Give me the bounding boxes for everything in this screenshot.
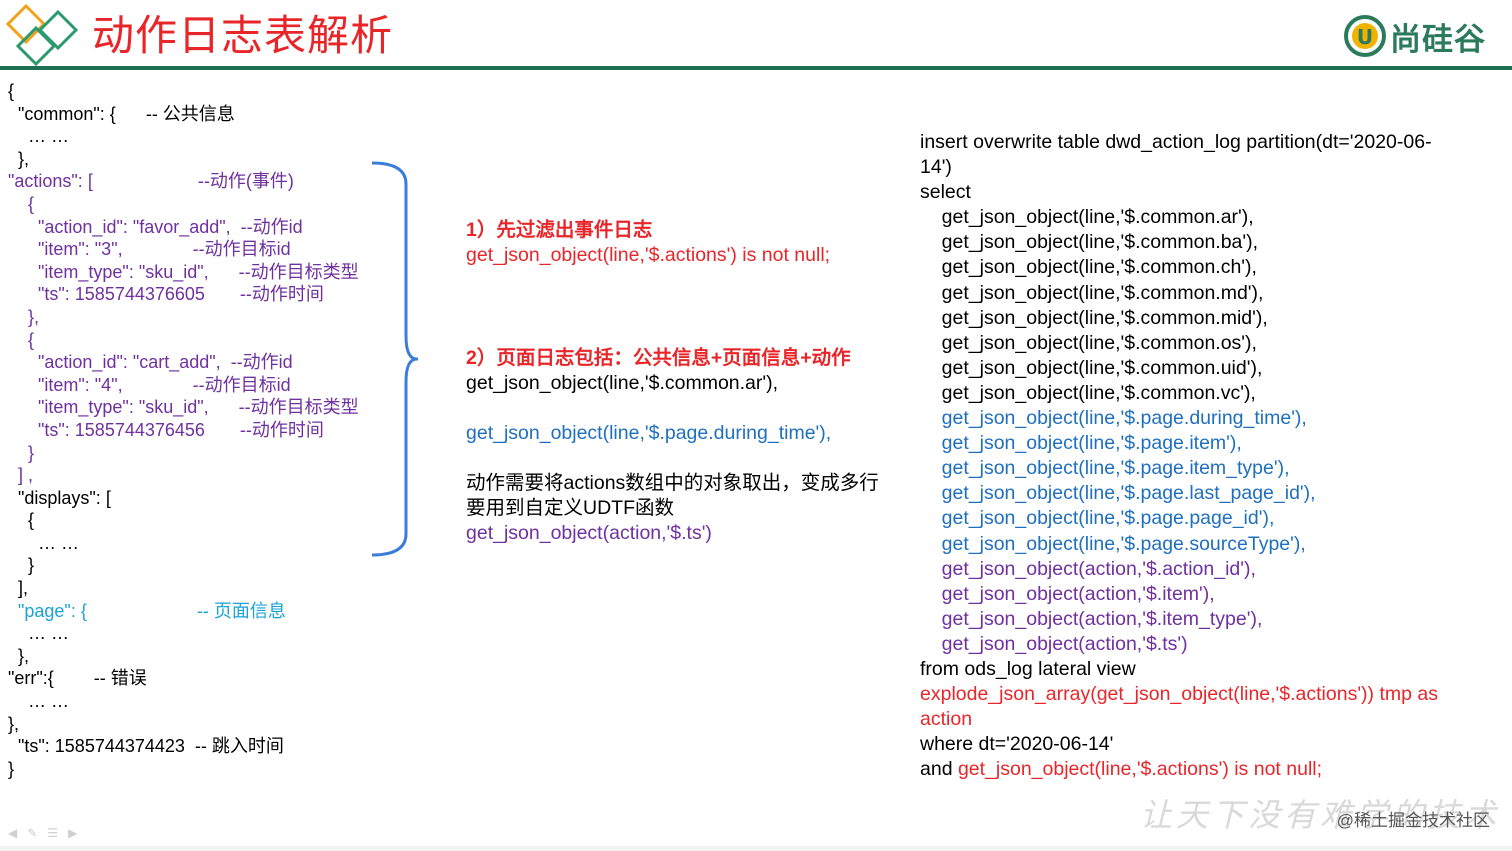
step2-note-line1: 动作需要将actions数组中的对象取出，变成多行 — [466, 472, 879, 494]
sql-line: select — [920, 181, 971, 204]
next-slide-icon[interactable]: ▶ — [68, 826, 78, 840]
json-line: "item_type": "sku_id", --动作目标类型 — [8, 261, 359, 282]
sql-line: get_json_object(line,'$.page.item'), — [920, 432, 1242, 455]
json-line: { — [8, 510, 35, 531]
sql-line: get_json_object(line,'$.page.last_page_i… — [920, 482, 1316, 505]
slogan-watermark: 让天下没有难学的技术 — [1140, 796, 1501, 834]
json-line: }, — [8, 713, 20, 734]
json-line: }, — [8, 306, 40, 327]
step2-action-code: get_json_object(action,'$.ts') — [466, 522, 712, 544]
json-line: }, — [8, 148, 30, 169]
sql-line: explode_json_array(get_json_object(line,… — [920, 683, 1438, 706]
step1-code: get_json_object(line,'$.actions') is not… — [466, 244, 831, 266]
pen-icon[interactable]: ✎ — [27, 826, 38, 840]
sql-line: get_json_object(action,'$.ts') — [920, 632, 1188, 655]
json-line: ], — [8, 578, 29, 599]
step2-page-code: get_json_object(line,'$.page.during_time… — [466, 422, 832, 444]
json-line: "page": { -- 页面信息 — [8, 600, 286, 621]
json-line: "item_type": "sku_id", --动作目标类型 — [8, 397, 359, 418]
sql-listing: insert overwrite table dwd_action_log pa… — [920, 130, 1490, 782]
json-line: "actions": [ --动作(事件) — [8, 171, 294, 192]
header-divider — [0, 66, 1512, 70]
page-title: 动作日志表解析 — [92, 11, 394, 60]
sql-line: get_json_object(line,'$.page.during_time… — [920, 407, 1307, 430]
json-structure-listing: { "common": { -- 公共信息 … … },"actions": [… — [8, 80, 359, 780]
step2-common-code: get_json_object(line,'$.common.ar'), — [466, 372, 779, 394]
sql-line: where dt='2020-06-14' — [920, 733, 1114, 756]
sql-line: 14') — [920, 156, 952, 179]
slide-header: 动作日志表解析 U 尚硅谷 — [0, 0, 1512, 70]
sql-line: get_json_object(line,'$.common.os'), — [920, 331, 1257, 354]
json-line: { — [8, 81, 15, 101]
sql-and-condition: get_json_object(line,'$.actions') is not… — [957, 758, 1323, 781]
json-line: … … — [8, 532, 80, 553]
brand-mark-letter: U — [1357, 25, 1373, 49]
step2-note-line2: 要用到自定义UDTF函数 — [466, 497, 674, 519]
sql-line: get_json_object(line,'$.page.page_id'), — [920, 507, 1275, 530]
json-line: }, — [8, 645, 30, 666]
sql-line: get_json_object(action,'$.action_id'), — [920, 557, 1256, 580]
json-line: … … — [8, 623, 70, 644]
sql-line: get_json_object(line,'$.page.item_type')… — [920, 457, 1290, 480]
sql-line: get_json_object(line,'$.page.sourceType'… — [920, 532, 1306, 555]
json-line: "item": "3", --动作目标id — [8, 239, 291, 260]
step1-block: 1）先过滤出事件日志 get_json_object(line,'$.actio… — [466, 218, 830, 268]
sql-and-keyword: and — [920, 758, 958, 781]
sql-line: get_json_object(line,'$.common.ba'), — [920, 231, 1259, 254]
json-line: "ts": 1585744374423 -- 跳入时间 — [8, 736, 284, 757]
brand-logo: U 尚硅谷 — [1344, 14, 1486, 58]
diamond-logo-icon — [6, 4, 79, 66]
sql-line: get_json_object(line,'$.common.md'), — [920, 281, 1264, 304]
sql-line: from ods_log lateral view — [920, 657, 1136, 680]
sql-line: get_json_object(line,'$.common.mid'), — [920, 306, 1268, 329]
json-line: … … — [8, 126, 70, 147]
json-line: "err":{ -- 错误 — [8, 668, 147, 689]
json-line: } — [8, 758, 15, 779]
json-line: { — [8, 193, 35, 214]
footer-bar — [0, 846, 1512, 851]
slide-nav-controls: ◀ ✎ ☰ ▶ — [8, 826, 77, 840]
sql-line: action — [920, 708, 973, 731]
sql-line: insert overwrite table dwd_action_log pa… — [920, 131, 1432, 153]
step2-heading: 2）页面日志包括：公共信息+页面信息+动作 — [466, 347, 851, 369]
source-credit: @稀土掘金技术社区 — [1336, 811, 1490, 830]
sql-line: get_json_object(line,'$.common.ar'), — [920, 206, 1254, 229]
right-brace-icon — [371, 161, 418, 557]
sql-line: get_json_object(line,'$.common.uid'), — [920, 356, 1263, 379]
brand-u-icon: U — [1344, 15, 1386, 57]
json-line: } — [8, 555, 35, 576]
menu-icon[interactable]: ☰ — [47, 826, 59, 840]
json-line: } — [8, 442, 35, 463]
sql-line: get_json_object(action,'$.item'), — [920, 582, 1215, 605]
json-line: … … — [8, 691, 70, 712]
sql-line: get_json_object(line,'$.common.vc'), — [920, 381, 1256, 404]
json-line: ] , — [8, 465, 34, 486]
sql-line: get_json_object(line,'$.common.ch'), — [920, 256, 1257, 279]
json-line: "displays": [ — [8, 487, 111, 508]
json-line: "action_id": "favor_add", --动作id — [8, 216, 303, 237]
step2-block: 2）页面日志包括：公共信息+页面信息+动作 get_json_object(li… — [466, 346, 879, 546]
sql-line: get_json_object(action,'$.item_type'), — [920, 607, 1263, 630]
brand-name: 尚硅谷 — [1390, 21, 1486, 58]
json-line: "item": "4", --动作目标id — [8, 374, 291, 395]
json-line: "action_id": "cart_add", --动作id — [8, 352, 293, 373]
sql-line-last: and get_json_object(line,'$.actions') is… — [920, 757, 1490, 782]
json-line: "ts": 1585744376605 --动作时间 — [8, 284, 324, 305]
prev-slide-icon[interactable]: ◀ — [8, 826, 18, 840]
step1-heading: 1）先过滤出事件日志 — [466, 219, 653, 241]
json-line: "ts": 1585744376456 --动作时间 — [8, 419, 324, 440]
json-line: { — [8, 329, 35, 350]
json-line: "common": { -- 公共信息 — [8, 103, 235, 124]
